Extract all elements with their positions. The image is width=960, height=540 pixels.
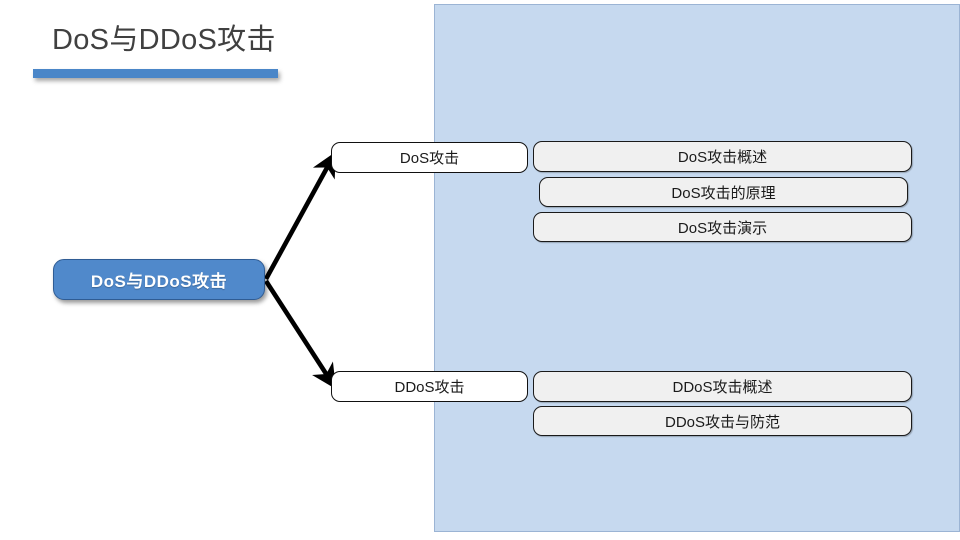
branch-node-ddos[interactable]: DDoS攻击 [331,371,528,402]
leaf-node-dos-principle[interactable]: DoS攻击的原理 [539,177,908,207]
title-underline-bar [33,69,278,78]
leaf-node-dos-demo-label: DoS攻击演示 [677,219,768,237]
leaf-node-dos-demo[interactable]: DoS攻击演示 [533,212,912,242]
leaf-node-ddos-overview-label: DDoS攻击概述 [672,379,773,396]
leaf-node-dos-overview[interactable]: DoS攻击概述 [533,141,912,172]
root-node-dos-ddos[interactable]: DoS与DDoS攻击 [53,259,265,300]
decorative-right-panel [434,4,960,532]
branch-node-dos-label: DoS攻击 [399,150,460,167]
leaf-node-dos-overview-label: DoS攻击概述 [677,149,768,166]
connector-to-ddos [264,279,337,390]
leaf-node-ddos-overview[interactable]: DDoS攻击概述 [533,371,912,402]
page-title: DoS与DDoS攻击 [52,24,276,56]
leaf-node-dos-principle-label: DoS攻击的原理 [671,184,776,202]
branch-node-dos[interactable]: DoS攻击 [331,142,528,173]
connector-to-dos [263,151,337,281]
leaf-node-ddos-defense[interactable]: DDoS攻击与防范 [533,406,912,436]
branch-node-ddos-label: DDoS攻击 [394,379,465,396]
leaf-node-ddos-defense-label: DDoS攻击与防范 [664,413,780,431]
root-node-label: DoS与DDoS攻击 [90,272,228,291]
